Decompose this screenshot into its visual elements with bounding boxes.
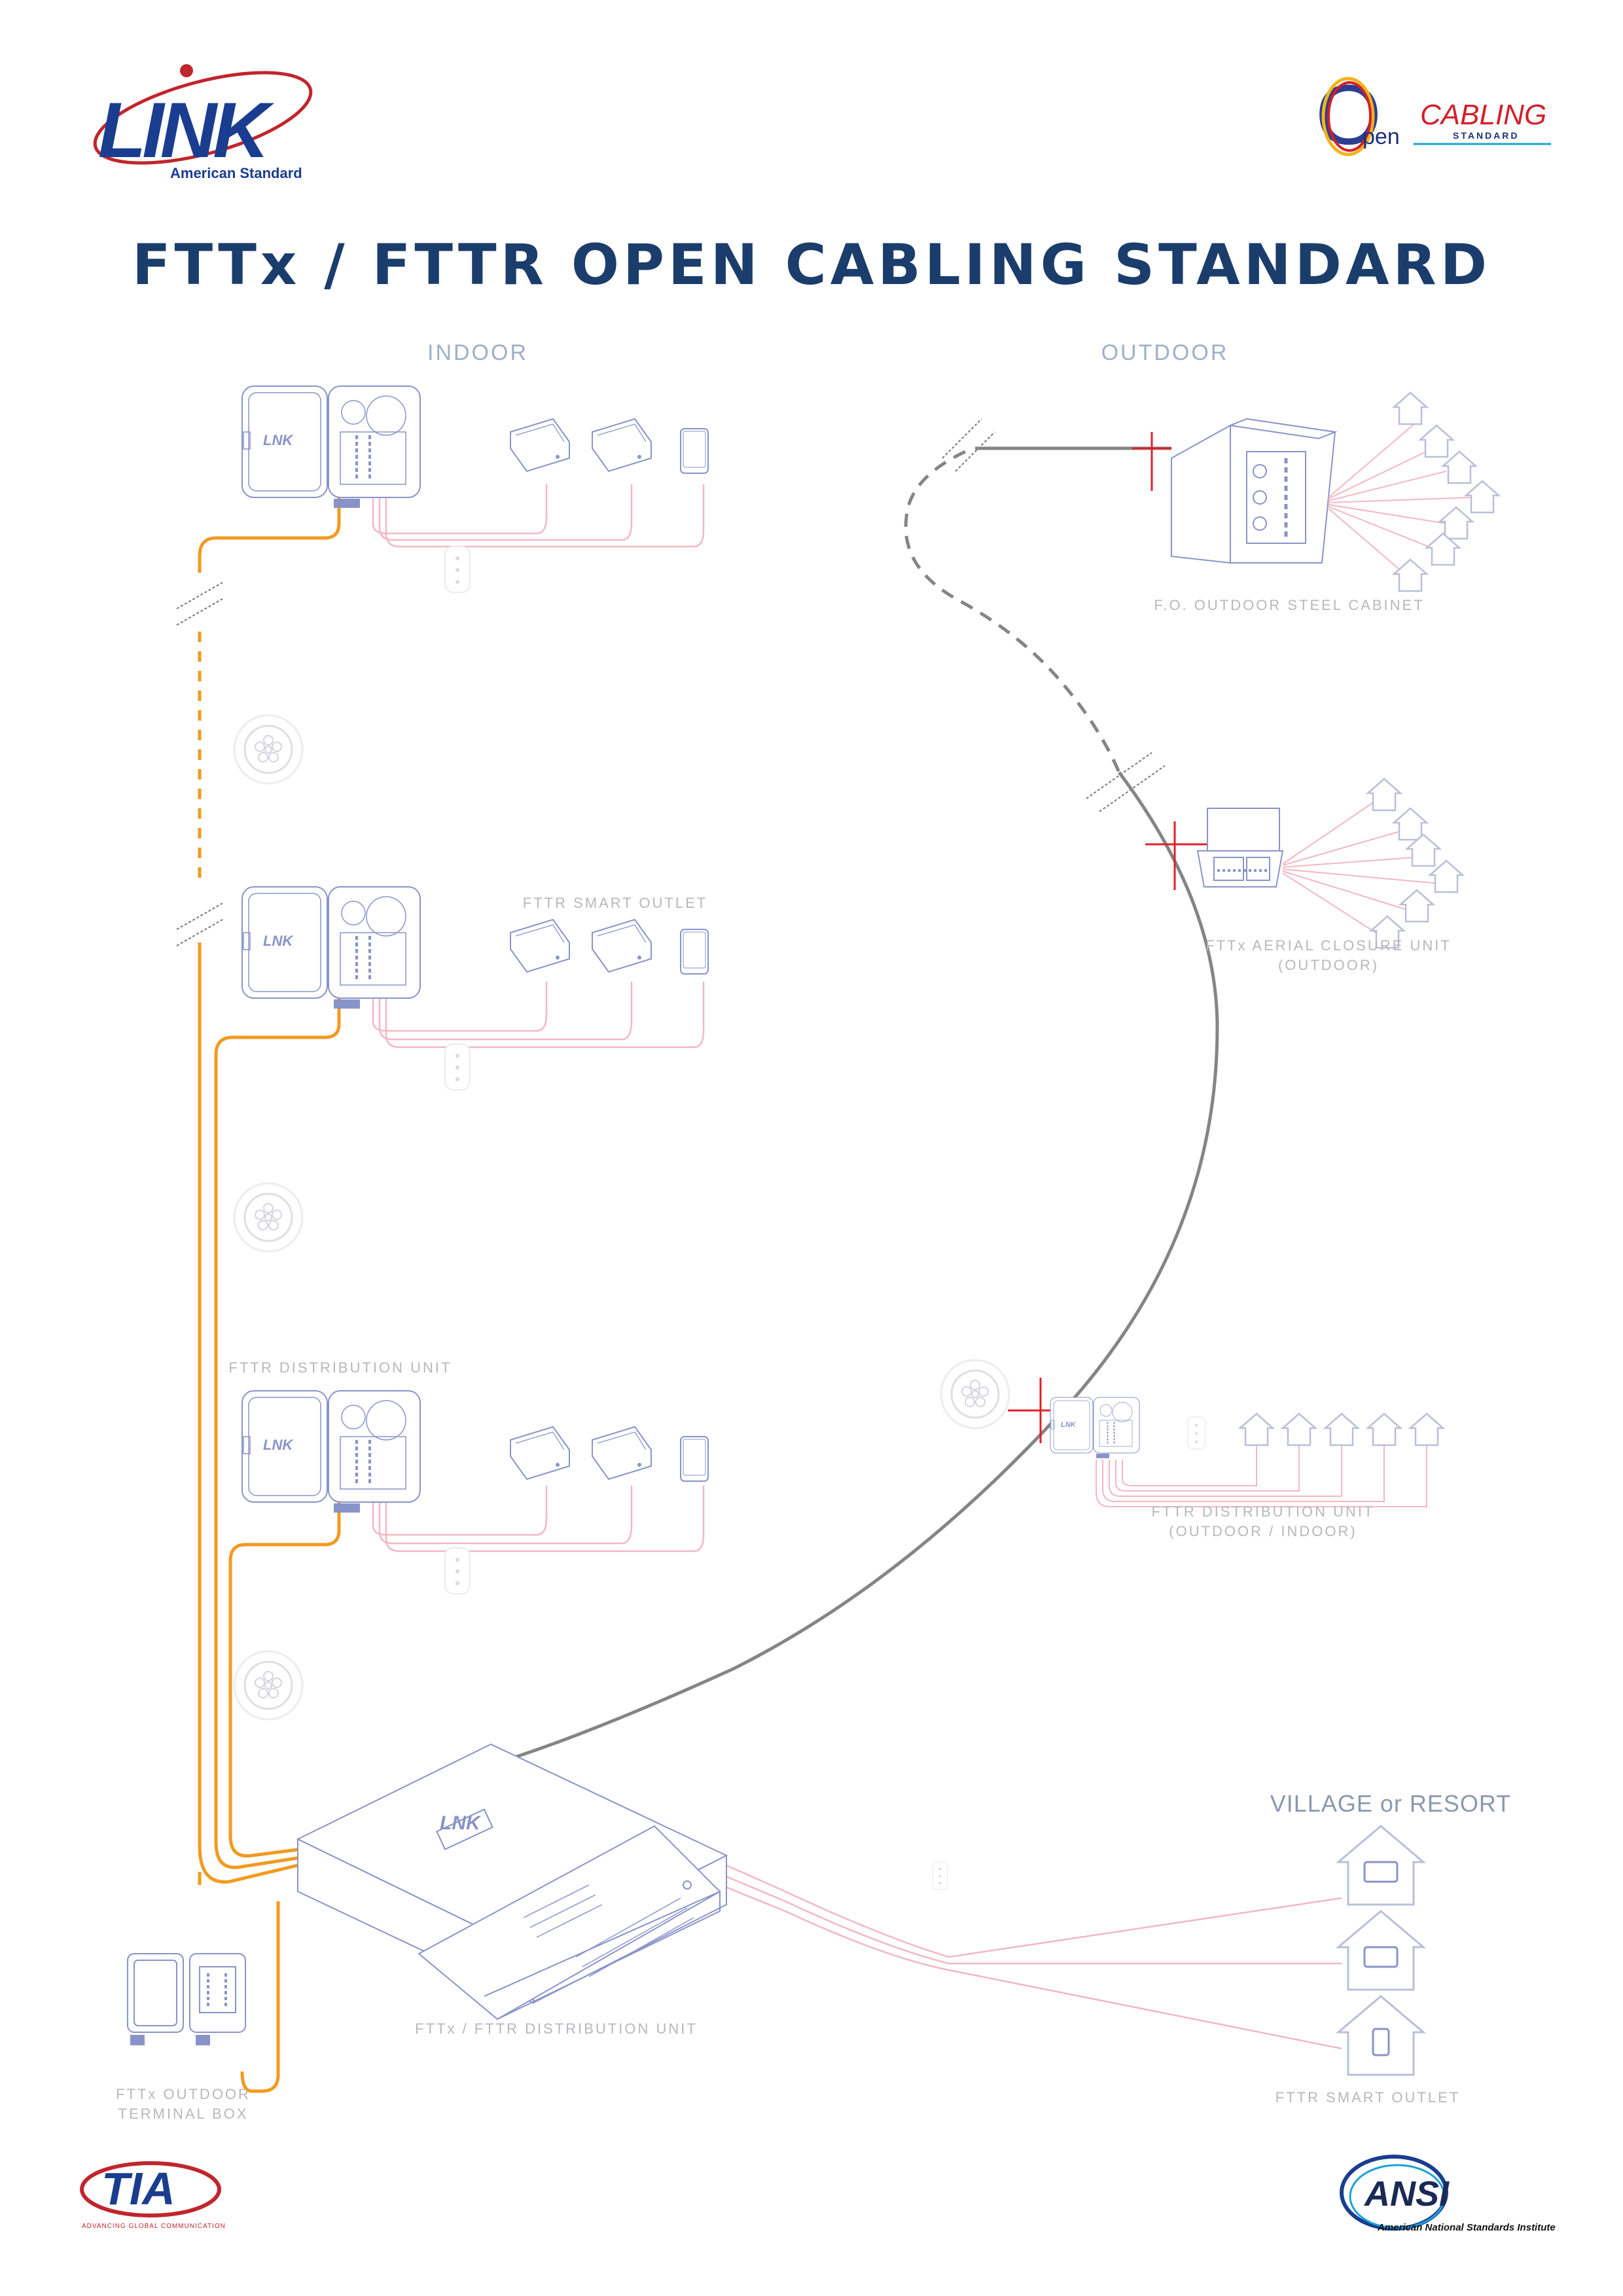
label-fttr-dist-outdoor: FTTR DISTRIBUTION UNIT (OUTDOOR / INDOOR…: [1126, 1502, 1400, 1541]
open-logo-cabling: CABLING: [1420, 99, 1546, 131]
open-cabling-logo: O pen CABLING STANDARD: [1315, 67, 1564, 164]
label-fttr-dist-outdoor-line1: FTTR DISTRIBUTION UNIT: [1151, 1503, 1375, 1520]
link-logo-text: LINK: [98, 86, 274, 174]
cable-cross-section: [233, 1650, 304, 1721]
open-logo-standard: STANDARD: [1453, 130, 1520, 141]
outdoor-unit-houses: [1239, 1412, 1444, 1446]
label-fttr-dist-outdoor-line2: (OUTDOOR / INDOOR): [1169, 1523, 1357, 1539]
smart-outlet-small: [680, 929, 709, 975]
cable-break-marks: [176, 418, 1166, 946]
house-icon: [1465, 480, 1500, 514]
wall-socket: [444, 1043, 471, 1090]
house-icon: [1399, 889, 1435, 923]
label-fttx-terminal-box: FTTx OUTDOOR TERMINAL BOX: [98, 2085, 268, 2124]
indoor-wall-box-1: [241, 385, 421, 509]
cabinet-houses: [1393, 391, 1500, 592]
village-house-1: [1335, 1825, 1427, 1906]
cable-cross-section: [233, 714, 304, 785]
cable-cross-section: [940, 1359, 1010, 1429]
label-fttr-smart-outlet-bottom: FTTR SMART OUTLET: [1275, 2089, 1461, 2106]
tia-logo-subtext: ADVANCING GLOBAL COMMUNICATIONS: [82, 2223, 226, 2230]
label-fttx-terminal-line2: TERMINAL BOX: [118, 2106, 249, 2122]
aerial-fan-cables: [1282, 801, 1440, 937]
grey-outdoor-cable: [493, 446, 1219, 1766]
section-village-resort: VILLAGE or RESORT: [1270, 1790, 1512, 1817]
house-icon: [1393, 391, 1428, 425]
wall-socket: [444, 1547, 471, 1594]
section-outdoor: OUTDOOR: [1101, 340, 1229, 365]
village-house-2: [1335, 1910, 1427, 1991]
link-logo: LINK American Standard: [79, 52, 314, 196]
wall-socket: [932, 1861, 948, 1890]
link-logo-subtext: American Standard: [170, 165, 302, 181]
smart-outlet: [592, 418, 652, 472]
indoor-wall-box-3: [241, 1390, 421, 1514]
tap-markers: [1008, 432, 1211, 1443]
house-icon: [1409, 1412, 1444, 1446]
house-icon: [1366, 778, 1402, 812]
wall-socket: [444, 546, 471, 593]
house-icon: [1366, 1412, 1402, 1446]
smart-outlet: [510, 919, 570, 973]
page-title: FTTx / FTTR OPEN CABLING STANDARD: [132, 232, 1491, 298]
outdoor-steel-cabinet: [1171, 418, 1338, 564]
aerial-houses: [1366, 778, 1464, 949]
section-indoor: INDOOR: [427, 340, 528, 365]
outdoor-terminal-box: [127, 1953, 246, 2045]
ansi-logo: ANSI American National Standards Institu…: [1338, 2153, 1561, 2238]
label-fttx-aerial-line1: FTTx AERIAL CLOSURE UNIT: [1205, 937, 1452, 954]
smart-outlet: [510, 1426, 570, 1480]
village-house-3: [1335, 1995, 1427, 2076]
smart-outlet: [592, 1426, 652, 1480]
label-fttr-smart-outlet-top: FTTR SMART OUTLET: [522, 895, 708, 911]
label-fttx-aerial-line2: (OUTDOOR): [1277, 957, 1380, 973]
label-fttx-fttr-dist-unit: FTTx / FTTR DISTRIBUTION UNIT: [415, 2020, 698, 2037]
orange-riser-cables: [198, 492, 341, 2093]
house-icon: [1239, 1412, 1274, 1446]
fttr-dist-unit-outdoor: [1050, 1397, 1140, 1459]
pink-indoor-cables: [372, 484, 705, 1552]
aerial-closure-unit: [1196, 808, 1284, 888]
fttr-outdoor-cables: [1096, 1443, 1427, 1507]
open-logo-pen: pen: [1363, 124, 1400, 149]
smart-outlet: [510, 418, 570, 472]
house-icon: [1393, 558, 1428, 592]
label-fttx-aerial-closure: FTTx AERIAL CLOSURE UNIT (OUTDOOR): [1191, 936, 1466, 975]
label-fttx-terminal-line1: FTTx OUTDOOR: [116, 2086, 251, 2102]
smart-outlet-small: [680, 1436, 709, 1482]
ansi-logo-subtext: American National Standards Institute: [1377, 2222, 1556, 2233]
cabinet-fan-cables: [1328, 418, 1473, 577]
svg-text:LNK: LNK: [440, 1812, 482, 1834]
house-icon: [1324, 1412, 1359, 1446]
label-fo-outdoor-cabinet: F.O. OUTDOOR STEEL CABINET: [1154, 597, 1425, 613]
wall-socket: [1187, 1416, 1206, 1450]
smart-outlet-small: [680, 428, 709, 474]
house-icon: [1281, 1412, 1317, 1446]
smart-outlet: [592, 919, 652, 973]
ansi-logo-text: ANSI: [1363, 2174, 1450, 2214]
tia-logo-text: TIA: [101, 2163, 175, 2214]
rack-distribution-unit: LNK: [296, 1743, 728, 2020]
indoor-wall-box-2: [241, 886, 421, 1010]
house-icon: [1419, 424, 1454, 458]
tia-logo: TIA ADVANCING GLOBAL COMMUNICATIONS: [75, 2160, 230, 2232]
cable-cross-section: [233, 1182, 304, 1253]
label-fttr-distribution-unit: FTTR DISTRIBUTION UNIT: [228, 1359, 452, 1376]
